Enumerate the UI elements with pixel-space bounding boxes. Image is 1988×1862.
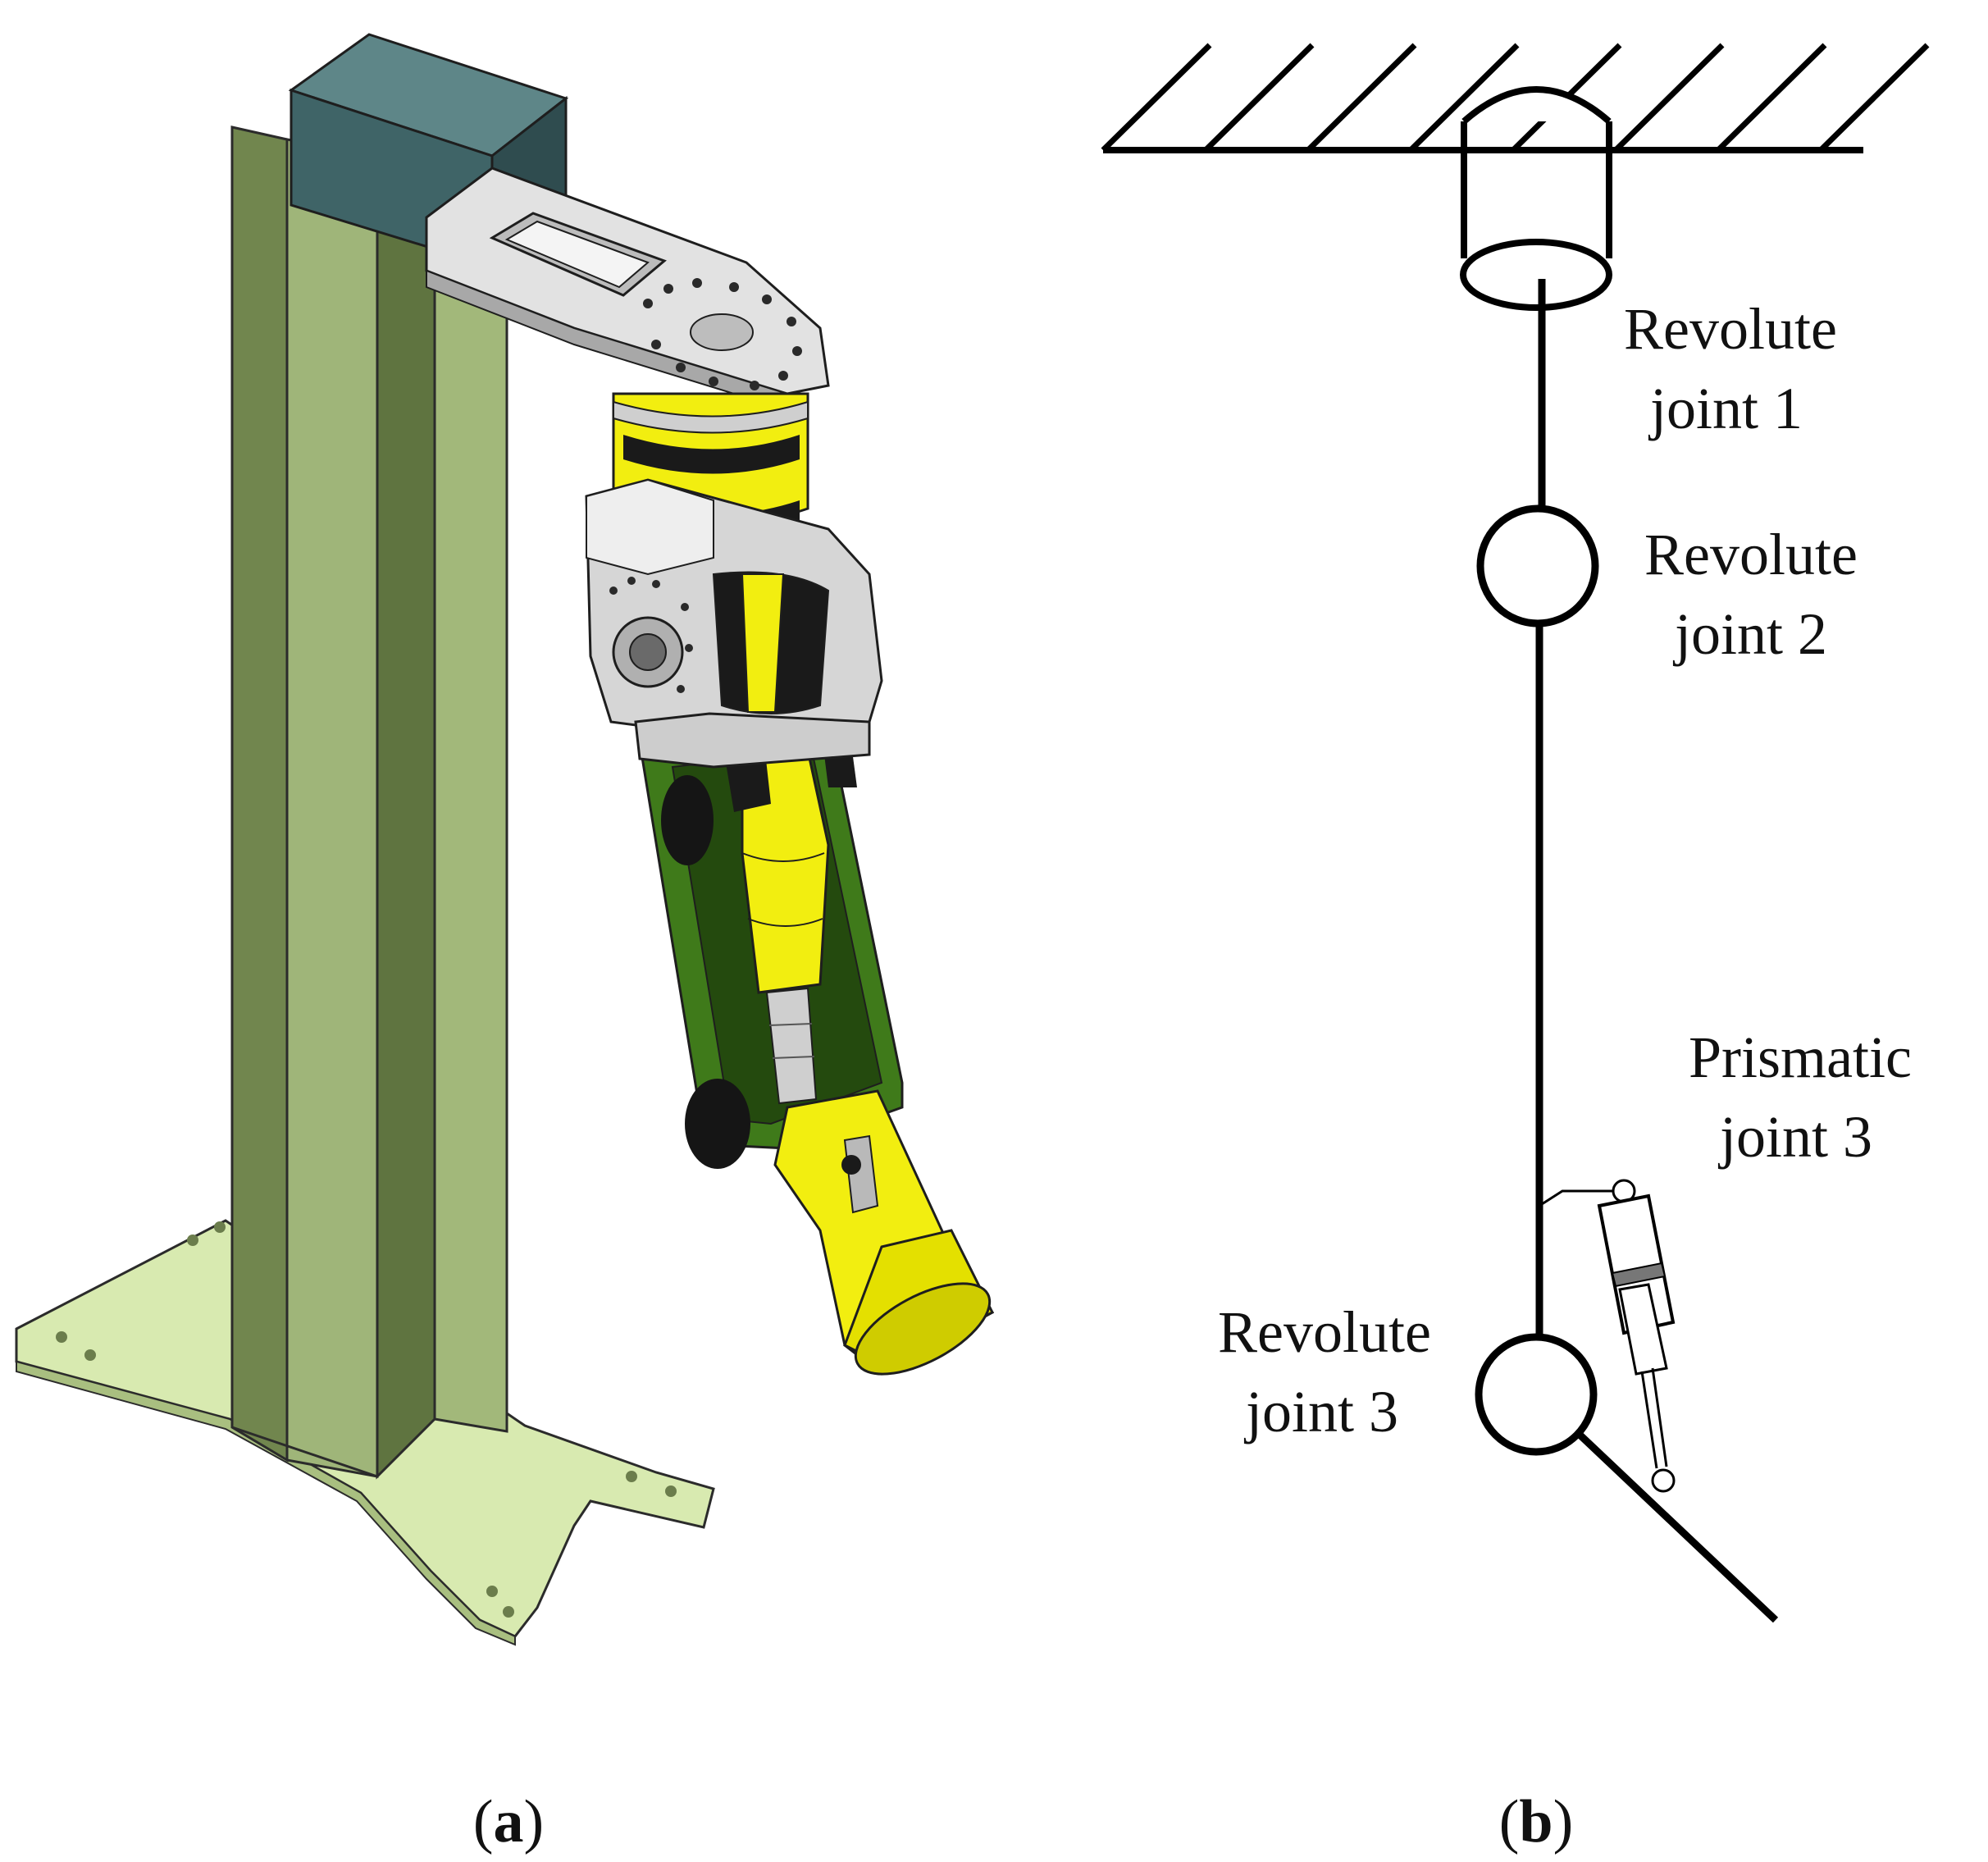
shank-link xyxy=(638,720,904,1169)
revolute-joint-2-symbol xyxy=(1476,504,1599,628)
label-revolute-joint-3-line1: Revolute xyxy=(1218,1299,1431,1365)
joint-labels: Revolute joint 1 Revolute joint 2 Prisma… xyxy=(1218,296,1912,1444)
panel-captions: (a) (b) xyxy=(473,1788,1573,1855)
panel-b-schematic xyxy=(1101,43,1930,1623)
knee-roller xyxy=(712,571,830,714)
label-revolute-joint-2-line1: Revolute xyxy=(1644,522,1858,587)
panel-a-cad-model xyxy=(15,33,995,1646)
prismatic-joint-3-symbol xyxy=(1541,1179,1676,1493)
label-revolute-joint-1-line1: Revolute xyxy=(1624,296,1837,362)
revolute-joint-1-symbol xyxy=(1460,86,1612,311)
caption-b: (b) xyxy=(1499,1788,1573,1855)
caption-a: (a) xyxy=(473,1788,544,1855)
label-revolute-joint-3-line2: joint 3 xyxy=(1243,1379,1398,1444)
base-plate-holes xyxy=(56,1221,677,1618)
knee-lower-plate xyxy=(634,712,871,769)
foot-link xyxy=(1575,1431,1779,1623)
foot xyxy=(773,1089,995,1376)
label-revolute-joint-1-line2: joint 1 xyxy=(1648,376,1803,441)
vertical-pillar xyxy=(230,126,508,1480)
label-prismatic-joint-3-line2: joint 3 xyxy=(1717,1104,1872,1170)
horizontal-arm-link xyxy=(425,167,830,412)
revolute-joint-3-symbol xyxy=(1475,1333,1598,1456)
label-revolute-joint-2-line2: joint 2 xyxy=(1672,601,1827,667)
label-prismatic-joint-3-line1: Prismatic xyxy=(1689,1025,1912,1090)
flange-holes xyxy=(643,278,802,390)
